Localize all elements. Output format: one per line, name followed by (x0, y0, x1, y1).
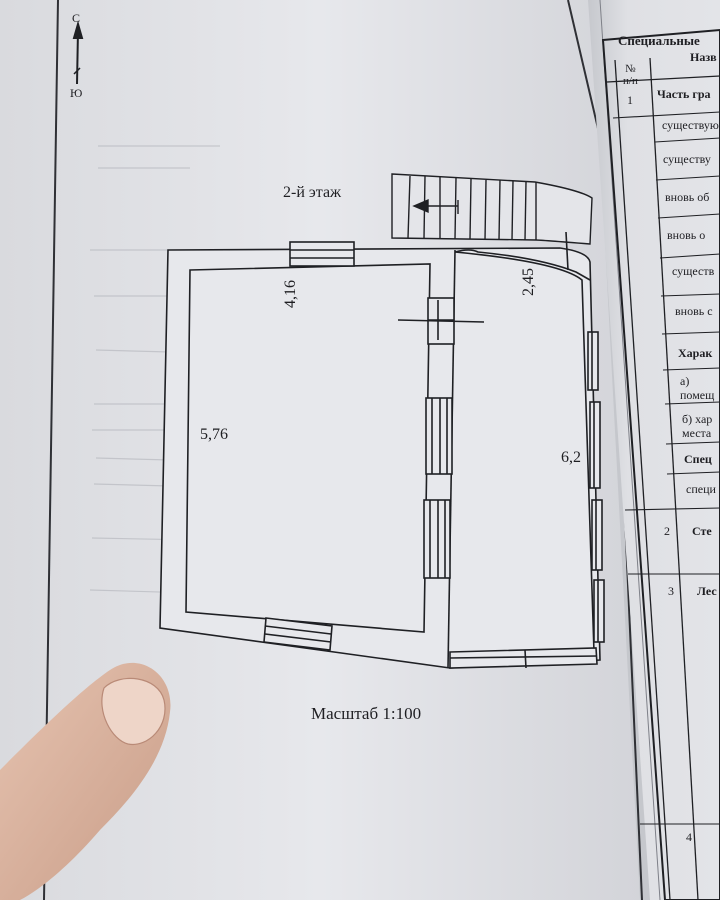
table-cell: вновь об (665, 190, 710, 204)
table-cell: специ (686, 482, 716, 496)
table-cell: места (682, 426, 712, 440)
table-cell: Лес (697, 584, 717, 598)
table-row-1-part: Часть гра (657, 87, 711, 101)
dimension-left-height: 5,76 (200, 426, 228, 443)
table-cell: Спец (684, 452, 712, 466)
table-row-1-num: 1 (627, 93, 633, 107)
table-cell: Харак (678, 346, 713, 360)
floor-plan (159, 231, 605, 669)
compass-south-label: Ю (70, 86, 83, 100)
table-row-num: 3 (668, 584, 674, 598)
table-header-number: № п/п (623, 63, 638, 87)
staircase (391, 173, 593, 245)
right-page-title: Специальные (618, 33, 700, 48)
table-row-num: 4 (686, 830, 692, 844)
table-cell: существу (663, 152, 711, 166)
dimension-right-top-width: 2,45 (520, 268, 537, 296)
dimension-right-height: 6,2 (561, 449, 581, 466)
table-cell: помещ (680, 388, 715, 402)
table-cell: б) хар (682, 412, 713, 426)
table-cell: а) (680, 374, 690, 388)
table-cell: Сте (692, 524, 712, 538)
right-page-bg (588, 0, 720, 900)
table-cell: вновь с (675, 304, 713, 318)
compass-north-label: С (72, 11, 81, 25)
floor-title: 2-й этаж (283, 184, 342, 201)
dimension-top-width: 4,16 (282, 280, 299, 308)
table-cell: существ (672, 264, 715, 278)
table-cell: существую (662, 118, 719, 132)
scale-label: Масштаб 1:100 (311, 704, 422, 723)
compass-arrow (72, 20, 84, 85)
table-cell: вновь о (667, 228, 706, 242)
hand-thumb (0, 662, 171, 900)
table-row-num: 2 (664, 524, 670, 538)
table-header-name: Назв (690, 50, 717, 64)
